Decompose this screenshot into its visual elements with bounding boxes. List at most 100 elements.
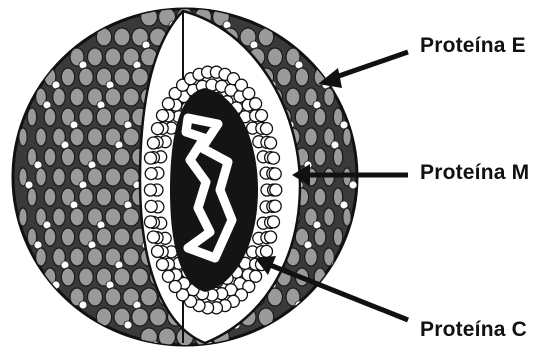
envelope-protein	[44, 108, 56, 126]
envelope-protein	[114, 68, 130, 86]
envelope-protein	[105, 168, 121, 186]
envelope-protein	[70, 88, 84, 106]
envelope-vesicle	[79, 301, 87, 309]
envelope-protein	[96, 228, 111, 246]
envelope-vesicle	[124, 321, 132, 329]
envelope-protein	[150, 308, 167, 326]
envelope-protein	[61, 68, 74, 86]
envelope-protein	[295, 68, 308, 86]
envelope-protein	[314, 228, 326, 246]
envelope-protein	[27, 108, 36, 126]
membrane-vesicle	[261, 123, 273, 135]
envelope-protein	[79, 108, 93, 126]
envelope-protein	[141, 288, 158, 306]
envelope-protein	[305, 248, 318, 266]
membrane-vesicle	[147, 137, 159, 149]
envelope-protein	[105, 208, 121, 226]
envelope-protein	[314, 108, 326, 126]
envelope-protein	[159, 328, 176, 346]
envelope-protein	[96, 188, 111, 206]
envelope-protein	[36, 128, 47, 146]
label-protein-e: Proteína E	[420, 34, 526, 58]
membrane-vesicle	[268, 216, 280, 228]
membrane-vesicle	[152, 245, 164, 257]
membrane-vesicle	[268, 152, 280, 164]
envelope-protein	[314, 148, 326, 166]
envelope-protein	[105, 88, 121, 106]
envelope-protein	[114, 228, 130, 246]
membrane-vesicle	[269, 200, 281, 212]
envelope-protein	[96, 108, 111, 126]
envelope-protein	[53, 88, 66, 106]
envelope-protein	[132, 68, 149, 86]
envelope-protein	[44, 188, 56, 206]
envelope-protein	[123, 208, 139, 226]
envelope-protein	[324, 208, 335, 226]
envelope-protein	[96, 148, 111, 166]
envelope-protein	[343, 128, 351, 146]
membrane-vesicle	[145, 152, 157, 164]
membrane-vesicle	[162, 270, 174, 282]
envelope-protein	[88, 168, 103, 186]
envelope-vesicle	[349, 181, 357, 189]
envelope-protein	[61, 228, 74, 246]
membrane-vesicle	[269, 168, 281, 180]
envelope-protein	[123, 248, 139, 266]
envelope-protein	[19, 128, 27, 146]
envelope-protein	[79, 188, 93, 206]
membrane-vesicle	[144, 184, 156, 196]
envelope-protein	[123, 88, 139, 106]
membrane-vesicle	[157, 259, 169, 271]
envelope-protein	[114, 148, 130, 166]
envelope-protein	[105, 288, 121, 306]
envelope-protein	[305, 128, 318, 146]
envelope-protein	[286, 88, 300, 106]
envelope-protein	[105, 48, 121, 66]
membrane-vesicle	[145, 216, 157, 228]
envelope-protein	[44, 148, 56, 166]
envelope-protein	[314, 188, 326, 206]
membrane-vesicle	[256, 110, 268, 122]
envelope-protein	[343, 208, 351, 226]
envelope-protein	[36, 168, 47, 186]
membrane-vesicle	[250, 98, 262, 110]
membrane-vesicle	[261, 245, 273, 257]
membrane-vesicle	[157, 110, 169, 122]
envelope-protein	[123, 128, 139, 146]
arrow-protein-e	[318, 52, 408, 88]
membrane-vesicle	[270, 184, 282, 196]
envelope-protein	[53, 208, 66, 226]
envelope-protein	[61, 268, 74, 286]
envelope-protein	[27, 188, 36, 206]
envelope-protein	[88, 248, 103, 266]
envelope-protein	[70, 128, 84, 146]
envelope-protein	[268, 48, 283, 66]
membrane-vesicle	[145, 200, 157, 212]
envelope-protein	[333, 228, 342, 246]
membrane-vesicle	[152, 123, 164, 135]
membrane-vesicle	[145, 168, 157, 180]
envelope-protein	[114, 268, 130, 286]
envelope-protein	[295, 108, 308, 126]
label-protein-c: Proteína C	[420, 318, 527, 342]
envelope-protein	[44, 228, 56, 246]
envelope-protein	[19, 208, 27, 226]
envelope-protein	[70, 208, 84, 226]
envelope-protein	[79, 68, 93, 86]
membrane-vesicle	[147, 231, 159, 243]
membrane-vesicle	[265, 137, 277, 149]
envelope-protein	[88, 128, 103, 146]
label-protein-m: Proteína M	[420, 161, 529, 185]
envelope-protein	[53, 168, 66, 186]
envelope-protein	[88, 48, 103, 66]
envelope-protein	[333, 148, 342, 166]
envelope-protein	[79, 268, 93, 286]
envelope-protein	[70, 248, 84, 266]
envelope-protein	[132, 268, 149, 286]
envelope-protein	[132, 308, 149, 326]
envelope-protein	[114, 28, 130, 46]
envelope-protein	[61, 148, 74, 166]
envelope-protein	[277, 68, 291, 86]
membrane-vesicle	[265, 231, 277, 243]
envelope-protein	[88, 288, 103, 306]
